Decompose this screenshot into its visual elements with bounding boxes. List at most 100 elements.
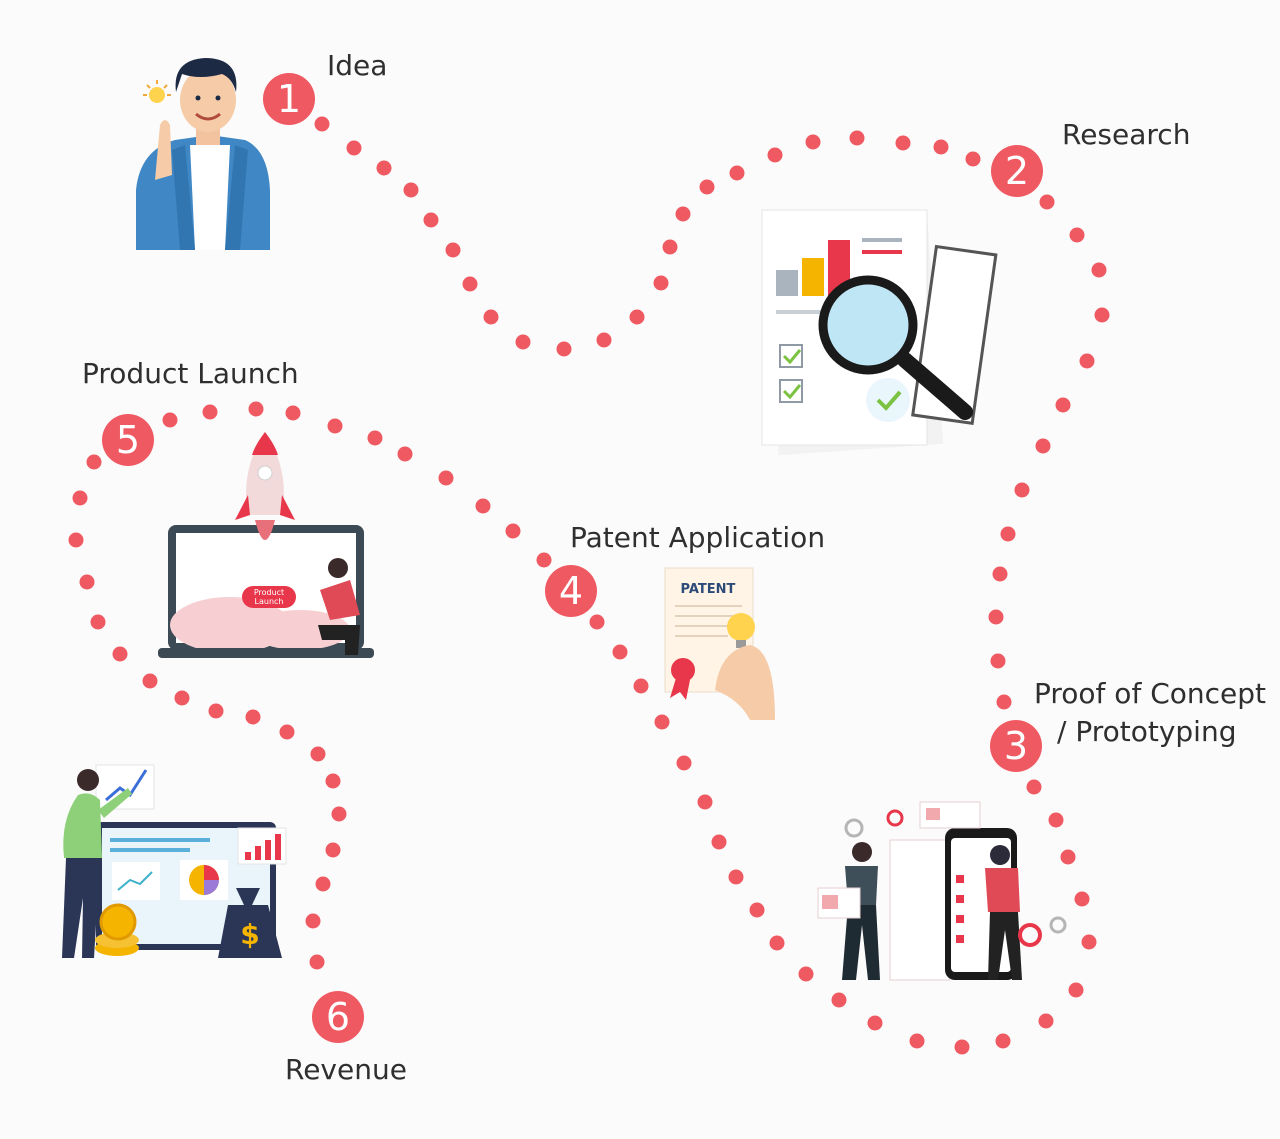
path-dot (612, 644, 628, 660)
path-dot (86, 454, 102, 470)
path-dot (68, 532, 84, 548)
path-dot (483, 309, 499, 325)
step-1-badge: 1 (263, 73, 315, 125)
path-dot (1079, 353, 1095, 369)
path-dot (1074, 891, 1090, 907)
step-5-label: Product Launch (82, 357, 299, 390)
path-dot (933, 139, 949, 155)
path-dot (1039, 194, 1055, 210)
path-dot (675, 206, 691, 222)
launch-button-line1: Product (254, 588, 284, 597)
step-3-badge: 3 (990, 720, 1042, 772)
path-dot (965, 151, 981, 167)
path-dot (653, 275, 669, 291)
path-dot (767, 147, 783, 163)
path-dot (202, 404, 218, 420)
path-dot (556, 341, 572, 357)
path-dot (376, 160, 392, 176)
path-dot (996, 694, 1012, 710)
path-dot (995, 1033, 1011, 1049)
path-dot (515, 334, 531, 350)
research-magnifier-icon (761, 209, 998, 456)
step-4-label: Patent Application (570, 521, 826, 554)
path-dot (397, 446, 413, 462)
revenue-dashboard-icon: $ (62, 764, 287, 958)
path-dot (327, 418, 343, 434)
step-5-badge: 5 (102, 414, 154, 466)
path-dot (849, 130, 865, 146)
path-dot (310, 746, 326, 762)
path-dot (749, 902, 765, 918)
launch-button-line2: Launch (255, 597, 284, 606)
path-dot (79, 574, 95, 590)
path-dot (1091, 262, 1107, 278)
patent-heading: PATENT (681, 582, 736, 597)
path-dot (1048, 812, 1064, 828)
path-dot (697, 794, 713, 810)
step-6-label: Revenue (285, 1053, 407, 1086)
path-dot (505, 523, 521, 539)
path-dot (1000, 526, 1016, 542)
path-dot (403, 182, 419, 198)
path-dot (112, 646, 128, 662)
path-dot (988, 609, 1004, 625)
path-dot (954, 1039, 970, 1055)
path-dot (208, 703, 224, 719)
path-dot (314, 116, 330, 132)
path-dot (589, 614, 605, 630)
path-dot (279, 724, 295, 740)
rocket-laptop-icon: Product Launch (158, 432, 374, 658)
path-dot (699, 179, 715, 195)
step-3-label: Proof of Concept / Prototyping (1034, 675, 1266, 751)
path-dot (536, 552, 552, 568)
path-dot (315, 876, 331, 892)
patent-certificate-icon: PATENT (664, 567, 775, 720)
path-dot (162, 412, 178, 428)
path-dot (769, 935, 785, 951)
dotted-path (68, 116, 1110, 1055)
path-dot (676, 755, 692, 771)
step-4-badge: 4 (545, 565, 597, 617)
path-dot (367, 430, 383, 446)
step-2-badge: 2 (991, 145, 1043, 197)
path-dot (729, 165, 745, 181)
path-dot (1068, 982, 1084, 998)
path-dot (805, 134, 821, 150)
step-1-label: Idea (327, 49, 388, 82)
path-dot (142, 673, 158, 689)
path-dot (867, 1015, 883, 1031)
path-dot (798, 966, 814, 982)
path-dot (305, 913, 321, 929)
path-dot (1055, 397, 1071, 413)
path-dot (909, 1033, 925, 1049)
path-dot (1026, 779, 1042, 795)
path-dot (445, 242, 461, 258)
path-dot (895, 135, 911, 151)
path-dot (245, 709, 261, 725)
person-with-idea-icon (136, 58, 270, 250)
path-dot (331, 806, 347, 822)
path-dot (990, 653, 1006, 669)
step-3-label-line2: / Prototyping (1057, 715, 1237, 748)
path-dot (992, 566, 1008, 582)
path-dot (248, 401, 264, 417)
path-dot (654, 714, 670, 730)
dollar-sign-label: $ (240, 918, 259, 951)
step-3-label-line1: Proof of Concept (1034, 677, 1266, 710)
path-dot (1069, 227, 1085, 243)
path-dot (1035, 438, 1051, 454)
path-dot (728, 869, 744, 885)
path-dot (475, 498, 491, 514)
path-dot (633, 678, 649, 694)
path-dot (1038, 1013, 1054, 1029)
path-dot (1014, 482, 1030, 498)
path-dot (462, 276, 478, 292)
path-dot (596, 332, 612, 348)
step-6-badge: 6 (312, 991, 364, 1043)
step-2-label: Research (1062, 118, 1191, 151)
path-dot (285, 405, 301, 421)
path-dot (662, 239, 678, 255)
path-dot (90, 614, 106, 630)
path-dot (325, 773, 341, 789)
